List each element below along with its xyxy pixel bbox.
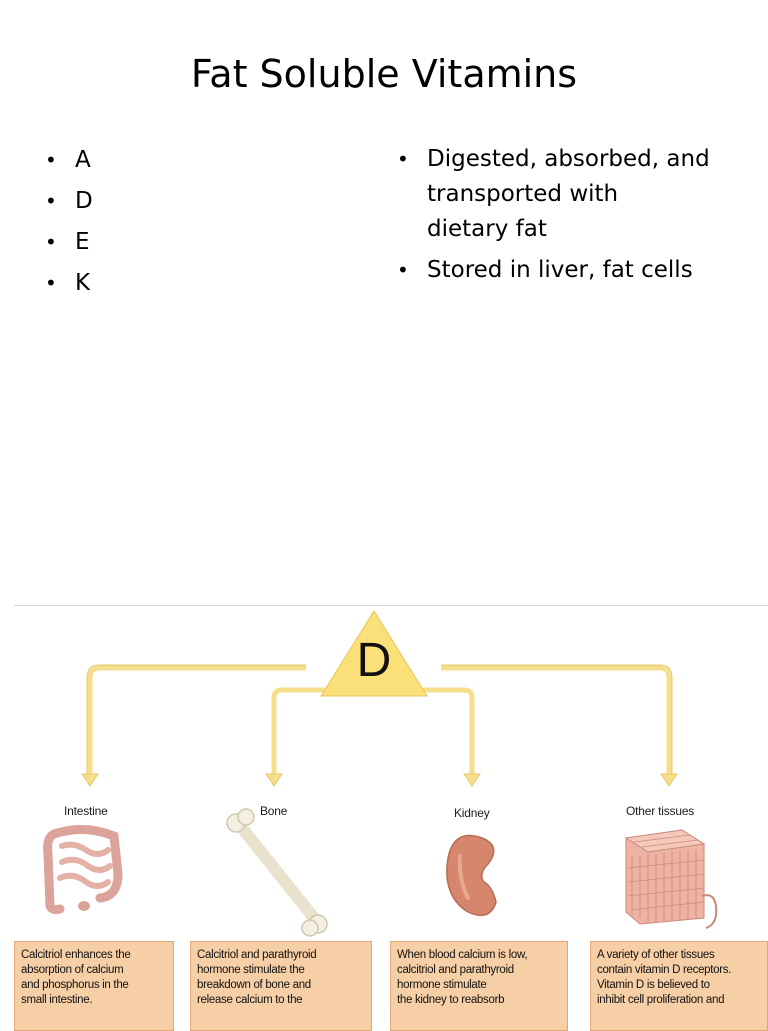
description-line: inhibit cell proliferation and	[597, 994, 725, 1006]
triangle-icon	[320, 610, 428, 697]
description-line: release calcium to the	[197, 994, 303, 1006]
description-line: Vitamin D is believed to	[597, 979, 710, 991]
organ-label-kidney: Kidney	[454, 806, 490, 820]
list-item: K	[45, 266, 93, 301]
intestine-icon	[43, 825, 123, 915]
kidney-description: When blood calcium is low, calcitriol an…	[390, 941, 568, 1031]
description-line: Calcitriol enhances the	[21, 949, 131, 961]
arrow-to-intestine	[87, 665, 306, 778]
bone-icon	[226, 808, 328, 937]
description-line: contain vitamin D receptors.	[597, 964, 732, 976]
slide: Fat Soluble Vitamins A D E K Digested, a…	[0, 0, 768, 600]
other-tissues-description: A variety of other tissues contain vitam…	[590, 941, 768, 1031]
description-line: calcitriol and parathyroid	[397, 964, 514, 976]
list-item-line: dietary fat	[427, 216, 547, 242]
description-line: A variety of other tissues	[597, 949, 715, 961]
vitamin-d-diagram: D	[14, 605, 768, 1031]
organ-label-intestine: Intestine	[64, 804, 108, 818]
description-line: When blood calcium is low,	[397, 949, 528, 961]
list-item-line: Digested, absorbed, and	[427, 146, 710, 172]
organ-label-bone: Bone	[260, 804, 288, 818]
organ-label-other-tissues: Other tissues	[626, 804, 695, 818]
arrow-to-kidney	[419, 687, 475, 778]
list-item: D	[45, 184, 93, 219]
bone-description: Calcitriol and parathyroid hormone stimu…	[190, 941, 372, 1031]
vitamin-list: A D E K	[45, 143, 93, 307]
description-line: hormone stimulate the	[197, 964, 305, 976]
kidney-icon	[446, 834, 497, 917]
description-line: and phosphorus in the	[21, 979, 129, 991]
list-item: Digested, absorbed, and transported with…	[397, 142, 747, 247]
list-item: E	[45, 225, 93, 260]
list-item-line: Stored in liver, fat cells	[427, 257, 693, 283]
property-list: Digested, absorbed, and transported with…	[397, 142, 747, 294]
arrow-to-other-tissues	[441, 665, 672, 778]
description-line: hormone stimulate	[397, 979, 487, 991]
slide-title: Fat Soluble Vitamins	[190, 52, 578, 96]
description-line: small intestine.	[21, 994, 93, 1006]
list-item: A	[45, 143, 93, 178]
description-line: the kidney to reabsorb	[397, 994, 505, 1006]
tissue-icon	[624, 829, 718, 929]
list-item-line: transported with	[427, 181, 619, 207]
list-item: Stored in liver, fat cells	[397, 253, 747, 288]
description-line: breakdown of bone and	[197, 979, 311, 991]
description-line: Calcitriol and parathyroid	[197, 949, 317, 961]
arrow-to-bone	[271, 687, 329, 778]
diagram-graphics: D	[43, 610, 718, 937]
intestine-description: Calcitriol enhances the absorption of ca…	[14, 941, 174, 1031]
center-label: D	[357, 634, 392, 687]
description-line: absorption of calcium	[21, 964, 124, 976]
